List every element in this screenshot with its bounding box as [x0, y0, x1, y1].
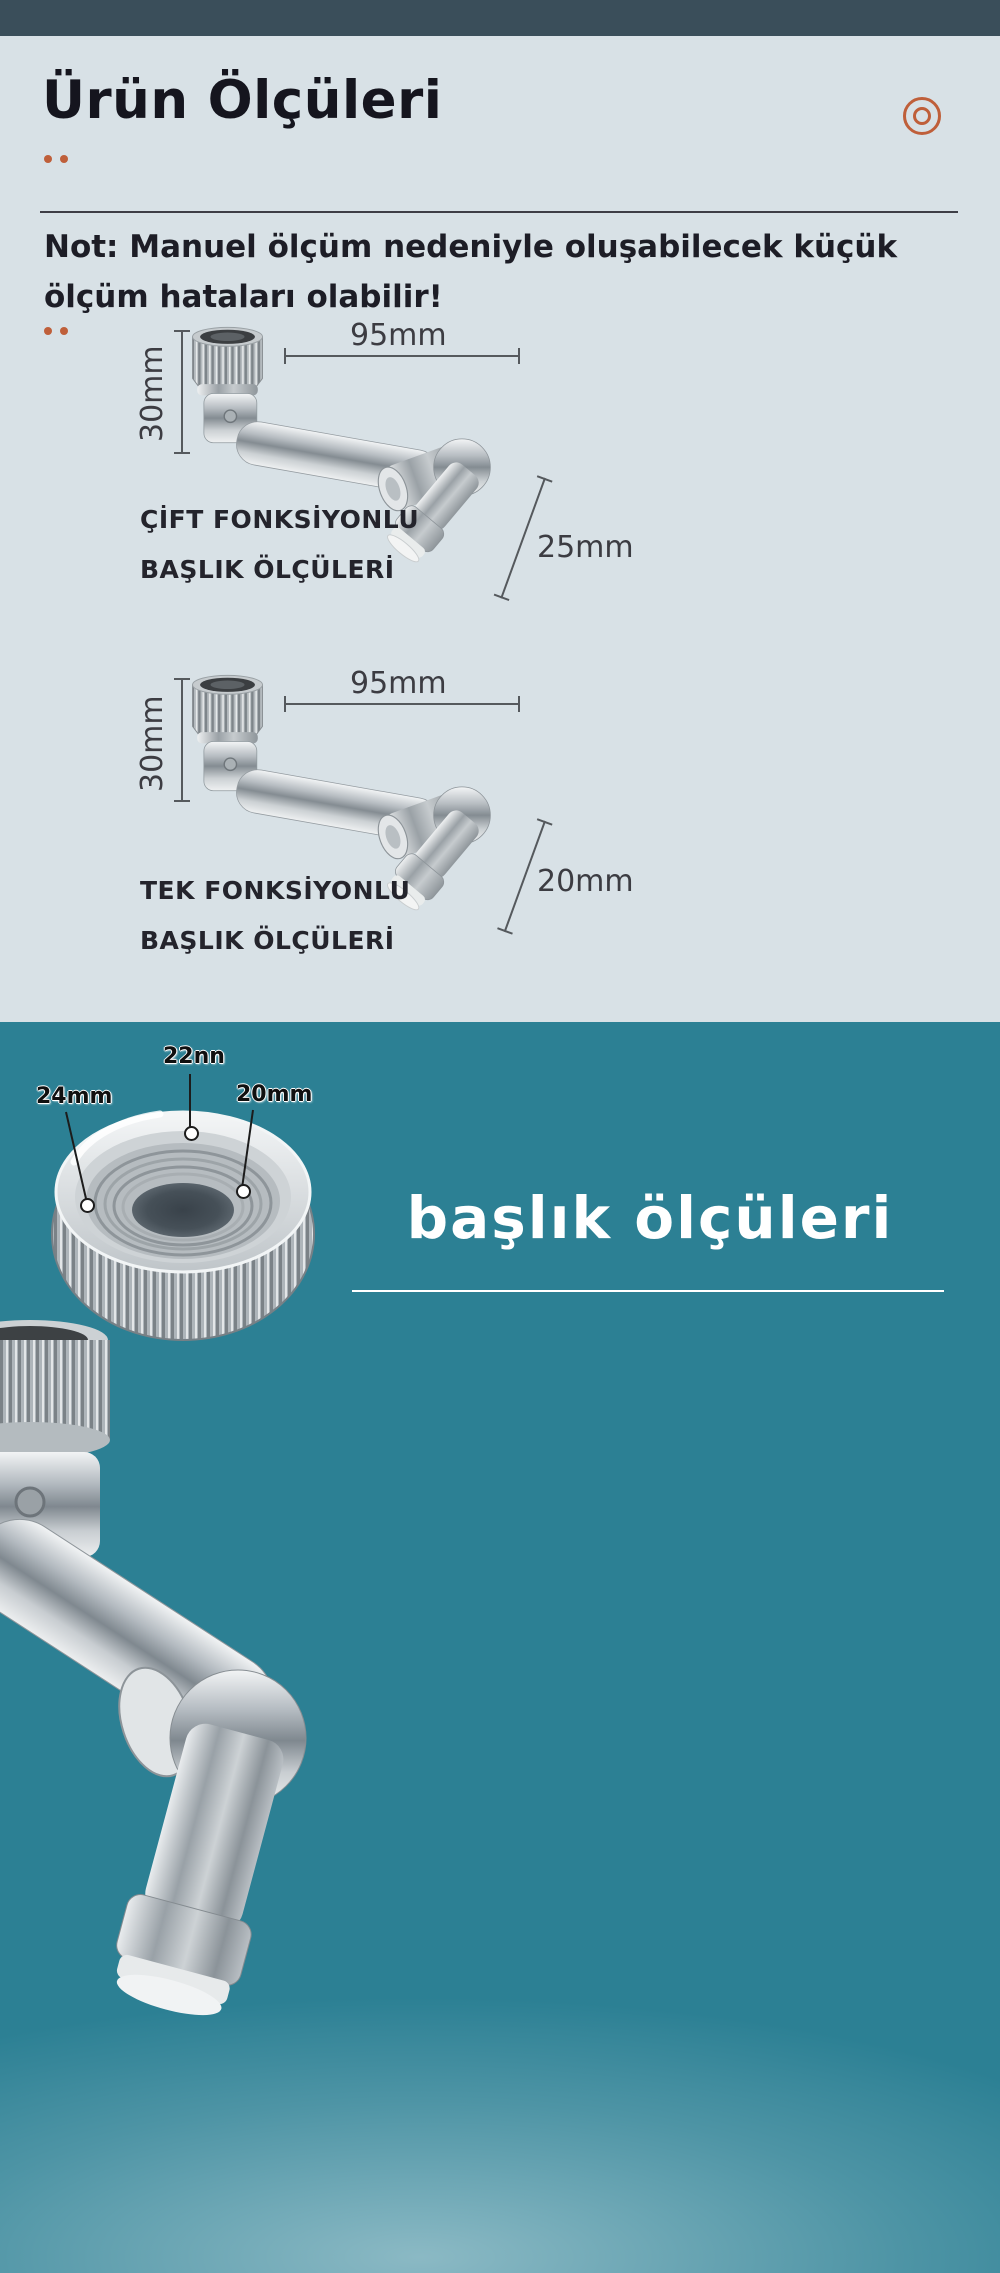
diagram-1-label-line-1: ÇİFT FONKSİYONLU	[140, 505, 420, 534]
dim-height-line-2	[174, 678, 190, 802]
diagram-1-label: ÇİFT FONKSİYONLU BAŞLIK ÖLÇÜLERİ	[140, 495, 419, 595]
head-dimensions-section: 22nn 24mm 20mm başlık ölçüleri	[0, 1022, 1000, 2273]
annotation-22mm-marker	[184, 1126, 199, 1141]
diagram-2-label: TEK FONKSİYONLU BAŞLIK ÖLÇÜLERİ	[140, 866, 410, 966]
annotation-24mm-label: 24mm	[36, 1084, 113, 1109]
accent-dots	[44, 155, 68, 163]
accent-dots	[44, 327, 68, 335]
dim-height-label-2: 30mm	[135, 695, 170, 792]
accent-dot	[60, 327, 68, 335]
diagram-2-label-line-2: BAŞLIK ÖLÇÜLERİ	[140, 926, 395, 955]
top-bar	[0, 0, 1000, 36]
annotation-20mm-marker	[236, 1184, 251, 1199]
dim-width-line-1	[284, 348, 520, 364]
note-line-2: ölçüm hataları olabilir!	[44, 279, 443, 316]
aerator-head-photo	[0, 1110, 1000, 2273]
dim-head-label-1: 25mm	[537, 530, 634, 565]
section-title: başlık ölçüleri	[406, 1184, 894, 1252]
target-circle-inner	[913, 107, 931, 125]
annotation-22mm-label: 22nn	[163, 1044, 225, 1069]
note-line-1: Not: Manuel ölçüm nedeniyle oluşabilecek…	[44, 229, 898, 265]
annotation-22mm-line	[189, 1074, 191, 1130]
target-circle-icon	[903, 97, 941, 135]
diagram-2-label-line-1: TEK FONKSİYONLU	[140, 876, 411, 905]
section-title-underline	[352, 1290, 944, 1292]
dim-height-line-1	[174, 330, 190, 454]
dim-width-label-2: 95mm	[350, 666, 447, 701]
annotation-24mm-marker	[80, 1198, 95, 1213]
accent-dot	[44, 155, 52, 163]
measurement-note: Not: Manuel ölçüm nedeniyle oluşabilecek…	[44, 222, 897, 322]
dim-width-line-2	[284, 696, 520, 712]
diagram-1-label-line-2: BAŞLIK ÖLÇÜLERİ	[140, 555, 395, 584]
accent-dot	[60, 155, 68, 163]
dim-head-label-2: 20mm	[537, 864, 634, 899]
divider-line	[40, 211, 958, 213]
page-title: Ürün Ölçüleri	[42, 70, 443, 131]
dim-height-label-1: 30mm	[135, 345, 170, 442]
annotation-20mm-label: 20mm	[236, 1082, 313, 1107]
dim-width-label-1: 95mm	[350, 318, 447, 353]
accent-dot	[44, 327, 52, 335]
